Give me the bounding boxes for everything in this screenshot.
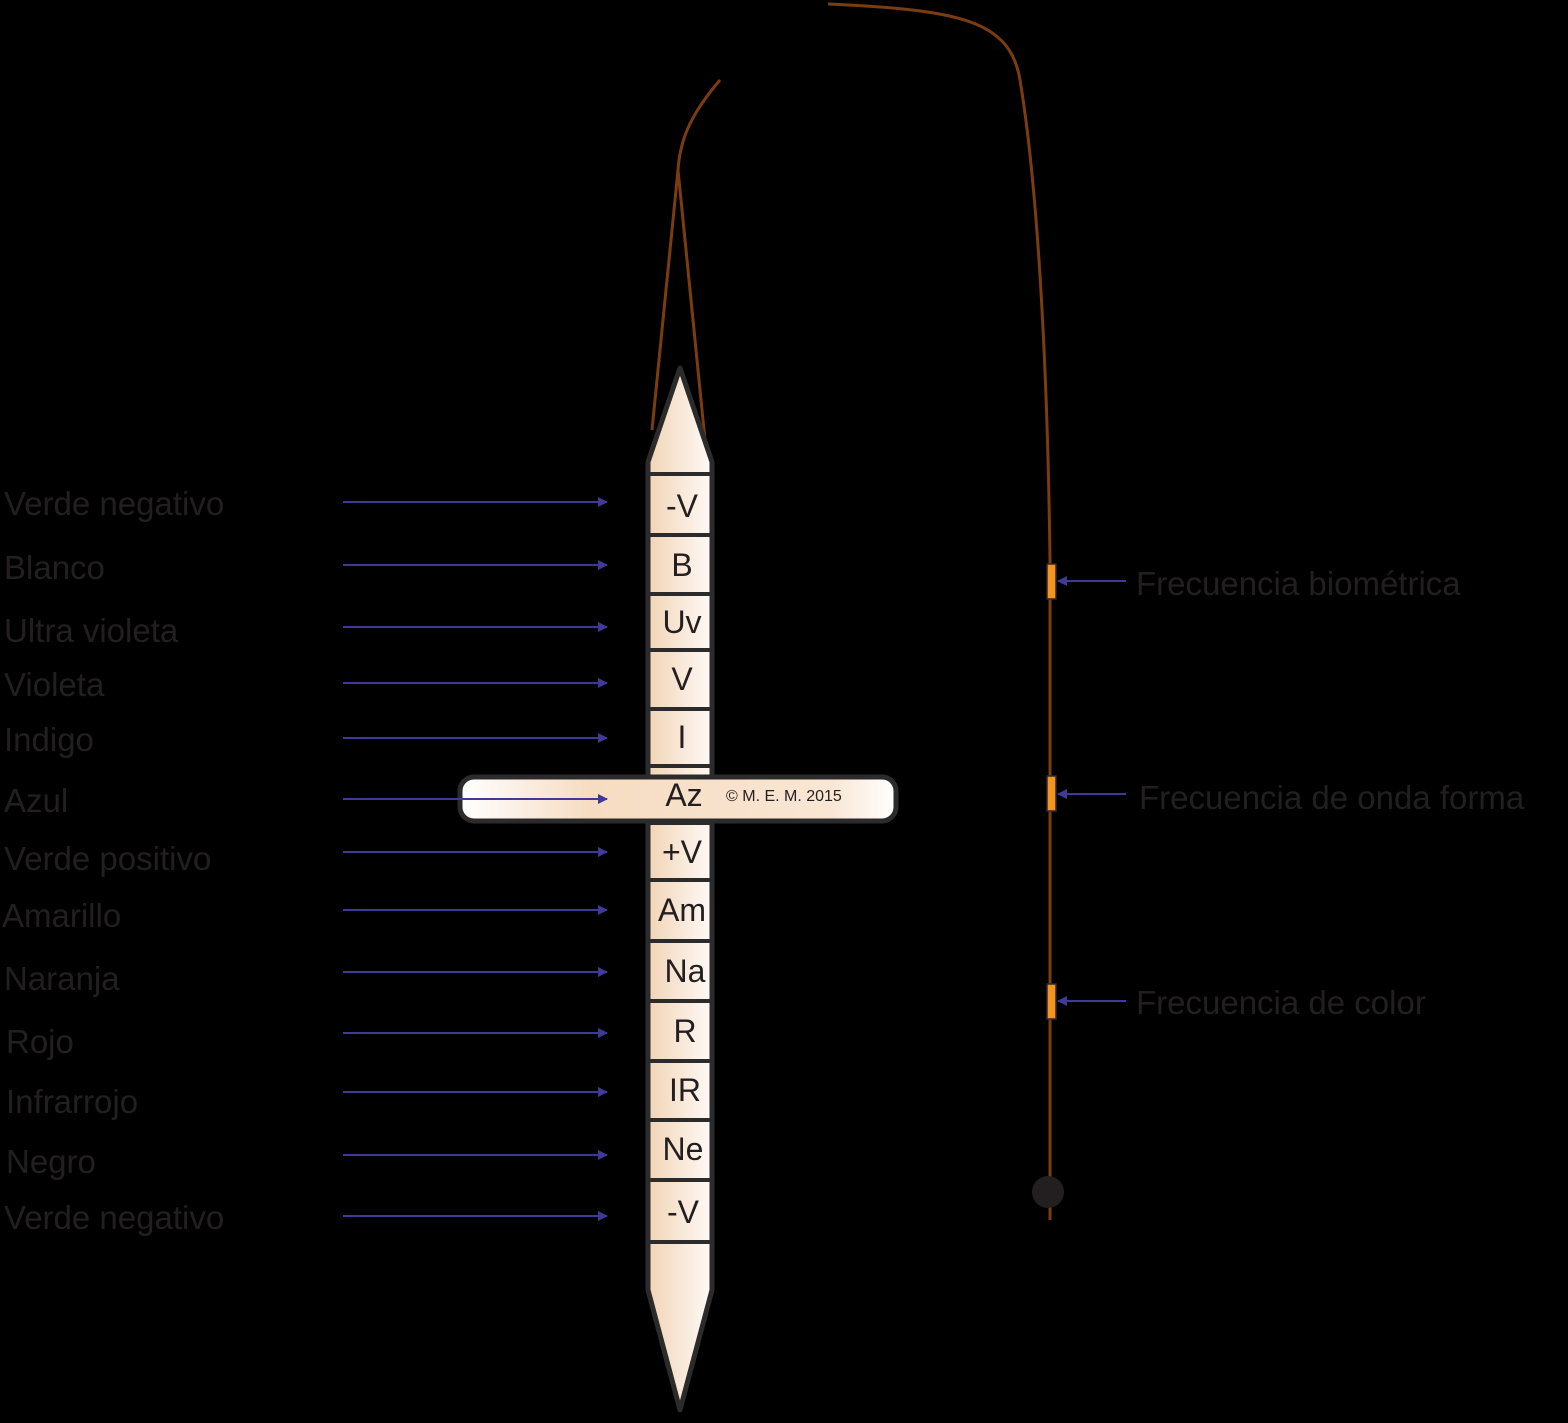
label-violeta: Violeta bbox=[4, 666, 105, 703]
copyright-text: © M. E. M. 2015 bbox=[726, 788, 842, 805]
segment-r: R bbox=[673, 1013, 697, 1049]
label-azul: Azul bbox=[4, 782, 69, 819]
segment-v: V bbox=[671, 661, 693, 697]
segment-ir: IR bbox=[669, 1072, 701, 1108]
segment-ne: Ne bbox=[662, 1131, 704, 1167]
label-ultra-violeta: Ultra violeta bbox=[4, 612, 179, 649]
label-rojo: Rojo bbox=[6, 1023, 74, 1060]
label-naranja: Naranja bbox=[4, 960, 120, 997]
label-frecuencia-onda-forma: Frecuencia de onda forma bbox=[1139, 779, 1525, 816]
segment-am: Am bbox=[658, 892, 706, 928]
left-arrows bbox=[343, 497, 608, 1221]
frequency-markers bbox=[1046, 563, 1057, 1020]
segment-minus-v-bottom: -V bbox=[667, 1194, 699, 1230]
label-frecuencia-biometrica: Frecuencia biométrica bbox=[1136, 565, 1461, 602]
label-frecuencia-color: Frecuencia de color bbox=[1136, 984, 1426, 1021]
segment-plus-v: +V bbox=[661, 834, 703, 870]
segment-b: B bbox=[671, 547, 693, 583]
segment-uv: Uv bbox=[662, 604, 702, 640]
segment-az: Az bbox=[665, 777, 703, 813]
pendulum-bob bbox=[1032, 1176, 1064, 1208]
pendulum-string bbox=[650, 2, 1052, 1220]
label-amarillo: Amarillo bbox=[2, 897, 122, 934]
label-blanco: Blanco bbox=[4, 549, 105, 586]
label-indigo: Indigo bbox=[4, 721, 94, 758]
label-infrarrojo: Infrarrojo bbox=[6, 1083, 139, 1120]
segment-minus-v-top: -V bbox=[666, 488, 698, 524]
label-negro: Negro bbox=[6, 1143, 96, 1180]
color-wand bbox=[645, 365, 715, 1413]
label-verde-positivo: Verde positivo bbox=[4, 840, 212, 877]
segment-na: Na bbox=[664, 953, 706, 989]
label-verde-negativo-bottom: Verde negativo bbox=[4, 1199, 225, 1236]
segment-i: I bbox=[677, 719, 687, 755]
label-verde-negativo-top: Verde negativo bbox=[4, 485, 225, 522]
